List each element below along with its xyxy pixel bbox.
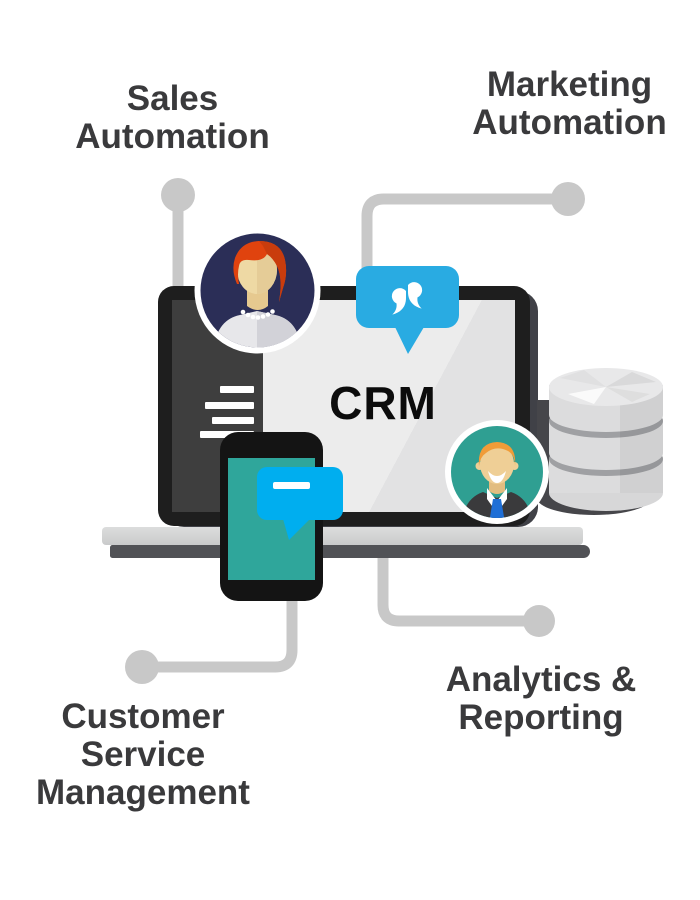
sidebar-menu-line xyxy=(220,386,254,393)
quotes-icon xyxy=(391,282,423,315)
label-marketing-automation: Marketing Automation xyxy=(442,66,697,142)
message-line xyxy=(273,482,310,489)
sidebar-menu-line xyxy=(205,402,254,409)
connector-node-dot xyxy=(161,178,195,212)
label-line: Automation xyxy=(75,117,270,156)
label-line: Automation xyxy=(472,103,667,142)
connector-node-dot xyxy=(551,182,585,216)
laptop-base xyxy=(102,527,583,545)
connector-customer-service xyxy=(145,590,298,673)
male-user-avatar xyxy=(445,420,549,524)
connector-marketing xyxy=(361,193,568,275)
chat-message-bubble-icon xyxy=(257,467,343,520)
label-line: Reporting xyxy=(458,698,624,737)
label-line: Management xyxy=(36,773,250,812)
label-line: Marketing xyxy=(486,65,653,104)
connector-node-dot xyxy=(125,650,159,684)
sidebar-menu-line xyxy=(212,417,254,424)
chat-message-bubble-tail xyxy=(283,519,310,540)
label-line: Customer xyxy=(61,697,225,736)
laptop-base-shadow xyxy=(110,545,590,558)
female-user-avatar xyxy=(194,227,321,354)
chat-quote-bubble-icon xyxy=(356,266,459,328)
label-line: Service xyxy=(80,735,206,774)
label-line: Sales xyxy=(126,79,219,118)
label-customer-service-management: Customer Service Management xyxy=(12,698,274,812)
database-icon xyxy=(537,368,663,515)
connector-node-dot xyxy=(523,605,555,637)
label-line: Analytics & xyxy=(445,660,637,699)
label-sales-automation: Sales Automation xyxy=(40,80,305,156)
connector-analytics xyxy=(377,548,536,627)
crm-title: CRM xyxy=(329,377,437,429)
label-analytics-reporting: Analytics & Reporting xyxy=(412,661,670,737)
chat-quote-bubble-tail xyxy=(395,327,424,354)
